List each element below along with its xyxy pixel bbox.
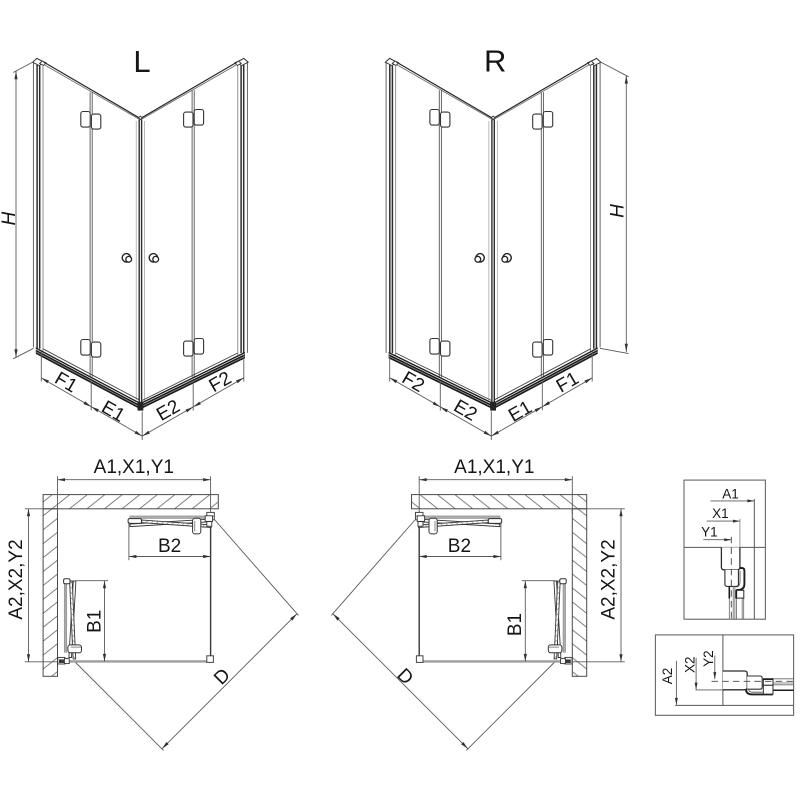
view-title-right: R [484,44,506,79]
perspective-view-left [12,57,249,441]
height-dimension [12,61,34,360]
dim-label-b2-plan-left: B2 [158,536,181,557]
dim-label-d-plan-left: D [210,665,235,690]
wall-profile-section [720,547,746,620]
detail2-label-x2: X2 [683,656,698,673]
perspective-view-right [384,57,629,441]
dim-label-h-right: H [608,204,629,218]
detail-frame [683,479,766,620]
detail-view-top-right [683,479,766,620]
detail2-label-a2: A2 [660,668,675,685]
dim-label-depth-plan-left: A2,X2,Y2 [6,539,27,619]
dim-label-h-left: H [0,211,20,225]
dim-label-width-plan-left: A1,X1,Y1 [94,457,174,478]
dim-label-depth-plan-right: A2,X2,Y2 [598,539,619,619]
dimension-a2 [572,508,625,663]
dimension-a2 [24,508,58,663]
detail-view-bottom-right [654,634,795,716]
dim-label-width-plan-right: A1,X1,Y1 [454,457,534,478]
dim-label-e1-right: E1 [505,397,536,427]
dim-label-e1-left: E1 [98,397,129,427]
detail1-label-x1: X1 [712,506,729,521]
view-title-left: L [133,44,150,79]
dim-label-d-plan-right: D [392,665,417,690]
detail1-label-y1: Y1 [701,525,718,540]
dim-label-b1-plan-left: B1 [84,610,105,633]
detail1-label-a1: A1 [722,486,739,501]
height-dimension [599,61,629,355]
plan-view-left [24,475,300,752]
dim-label-b2-plan-right: B2 [448,536,471,557]
plan-view-right [330,475,625,752]
detail2-label-y2: Y2 [701,650,716,667]
wall-profile-section [722,670,794,696]
dim-label-b1-plan-right: B1 [505,613,526,636]
detail-frame [654,634,795,716]
